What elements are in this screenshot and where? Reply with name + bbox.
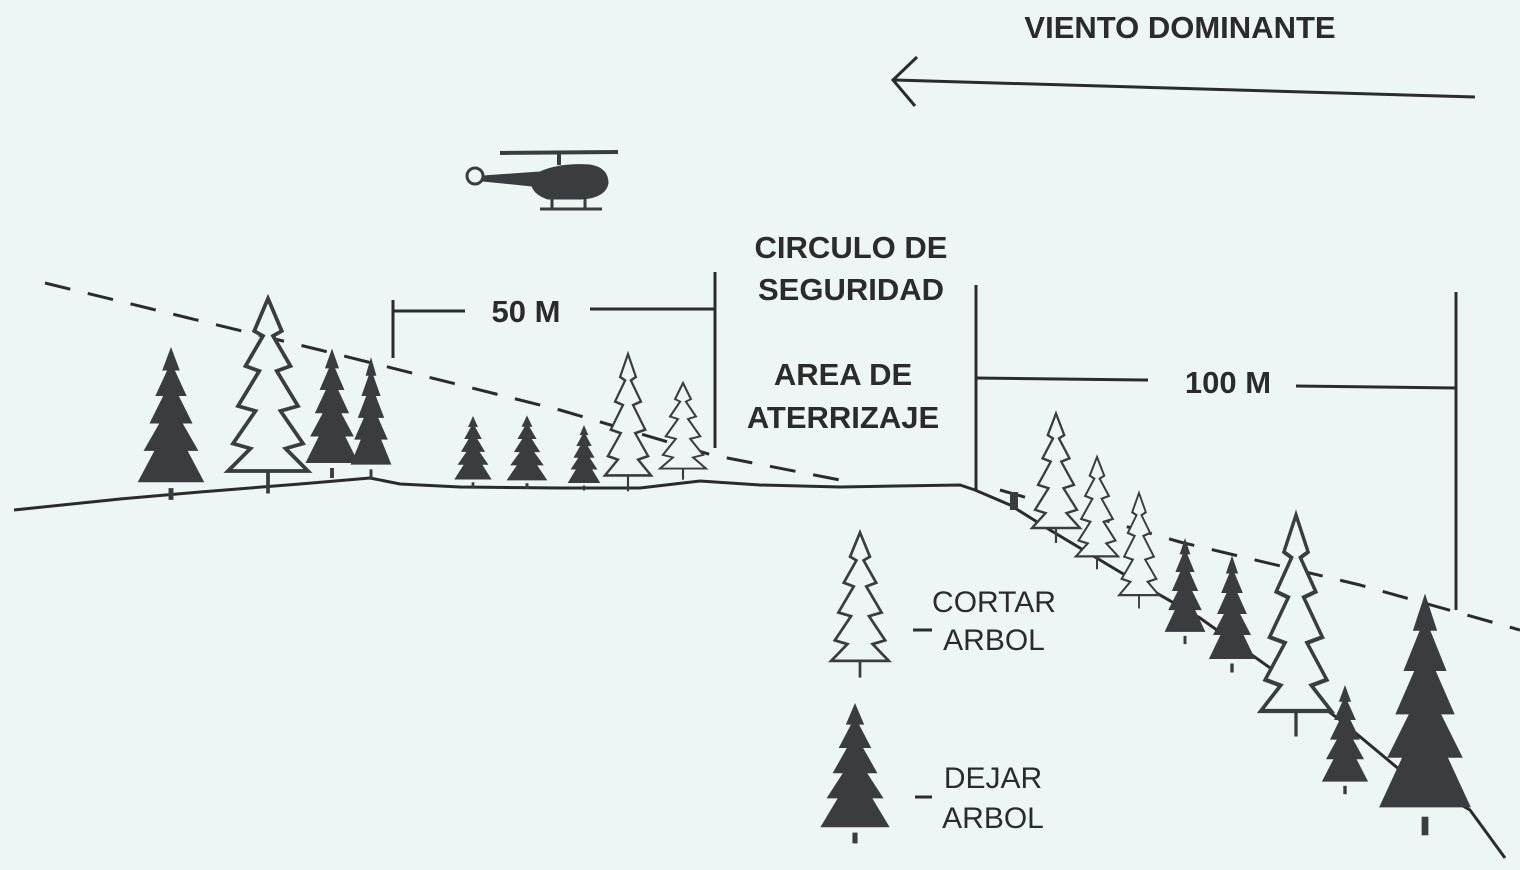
legend-cut-label-line1: CORTAR [932, 586, 1056, 619]
keep-tree [137, 347, 205, 500]
helicopter-icon [465, 150, 619, 211]
safety-circle-label-line2: SEGURIDAD [758, 272, 944, 307]
cut-tree [1030, 412, 1082, 545]
cut-tree [226, 296, 310, 496]
cut-tree [603, 352, 653, 493]
legend-keep-label-line1: DEJAR [944, 762, 1042, 795]
safety-circle-label-line1: CIRCULO DE [755, 230, 948, 265]
keep-tree [506, 415, 548, 489]
cut-tree [1074, 455, 1120, 571]
landing-area-label-line2: ATERRIZAJE [747, 400, 939, 435]
keep-tree [1164, 538, 1206, 645]
cut-tree [1118, 491, 1160, 610]
dimension-100m-label: 100 M [1185, 365, 1271, 400]
dimension-100m [974, 285, 1458, 610]
keep-tree [567, 425, 601, 491]
keep-tree [454, 416, 492, 488]
keep-tree [305, 348, 359, 478]
approach-line-right [999, 488, 1520, 632]
keep-tree [1379, 593, 1471, 836]
dimension-50m [391, 272, 717, 448]
legend-keep-tree-icon [820, 703, 890, 844]
legend-cut-label-line2: ARBOL [943, 624, 1045, 657]
wind-label: VIENTO DOMINANTE [1024, 10, 1335, 45]
legend-cut-tree-icon [829, 531, 891, 679]
dimension-50m-label: 50 M [492, 294, 561, 329]
cut-tree [658, 381, 708, 481]
cut-tree [1261, 515, 1331, 737]
keep-tree [1208, 555, 1256, 673]
legend: CORTAR ARBOL DEJAR ARBOL [820, 531, 1056, 844]
approach-line-left [44, 281, 841, 482]
keep-tree [350, 357, 392, 479]
wind-arrow [890, 55, 1476, 107]
tree-stump [1010, 492, 1018, 510]
landing-area-label-line1: AREA DE [774, 357, 912, 392]
legend-keep-label-line2: ARBOL [942, 802, 1044, 835]
